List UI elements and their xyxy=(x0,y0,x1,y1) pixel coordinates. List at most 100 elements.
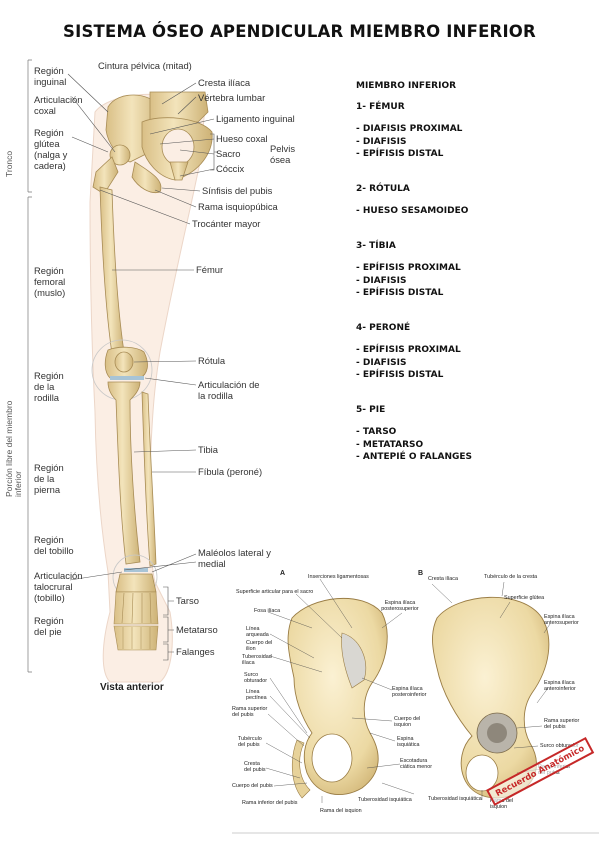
label-rotula: Rótula xyxy=(198,355,226,366)
side-label-tronco: Tronco xyxy=(4,150,14,177)
label-coccix: Cóccix xyxy=(216,163,245,174)
label-linea-pectinea: Línea pectínea xyxy=(246,689,267,702)
hip-bone-medial-view xyxy=(287,597,388,799)
region-glutea: Región glútea (nalga y cadera) xyxy=(34,127,68,171)
label-femur: Fémur xyxy=(196,264,224,275)
label-sinfisis: Sínfisis del pubis xyxy=(202,185,273,196)
label-rama-sup-pubis-b: Rama superior del pubis xyxy=(544,718,580,731)
section-title: 5- PIE xyxy=(356,404,386,415)
label-espina-isquiatica: Espina isquiática xyxy=(397,736,420,749)
section-item: - EPÍFISIS PROXIMAL xyxy=(356,263,461,273)
section-item: - DIAFISIS xyxy=(356,275,407,286)
label-inserciones: Inserciones ligamentosas xyxy=(308,574,369,580)
panel-letter-b: B xyxy=(418,570,424,577)
region-rodilla: Región de la rodilla xyxy=(34,370,64,403)
outline-section: 3- TÍBIA - EPÍFISIS PROXIMAL - DIAFISIS … xyxy=(356,240,586,300)
label-superficie-glutea: Superficie glútea xyxy=(504,595,545,601)
region-tobillo: Región del tobillo xyxy=(34,534,74,556)
label-surco-obturador-a: Surco obturador xyxy=(244,672,268,685)
label-surco-obturador-b: Surco obturador xyxy=(540,743,579,749)
label-tuberosidad-isquiatica-b: Tuberosidad isquiática xyxy=(428,796,482,802)
label-tuberosidad-isquiatica-a: Tuberosidad isquiática xyxy=(358,797,412,803)
label-fibula: Fíbula (peroné) xyxy=(198,466,263,477)
label-metatarso: Metatarso xyxy=(176,624,218,635)
outline-section: 4- PERONÉ - EPÍFISIS PROXIMAL - DIAFISIS… xyxy=(356,322,586,382)
section-item: - ANTEPIÉ O FALANGES xyxy=(356,452,472,462)
side-label-porcion-libre: Porción libre del miembro inferior xyxy=(4,400,23,497)
region-brackets xyxy=(27,59,32,673)
label-pelvis-osea: Pelvis ósea xyxy=(270,143,296,165)
section-item: - EPÍFISIS DISTAL xyxy=(356,370,444,380)
bottom-divider xyxy=(232,832,599,834)
label-maleolos: Maléolos lateral y medial xyxy=(198,547,271,569)
section-item: - HUESO SESAMOIDEO xyxy=(356,206,469,216)
label-fosa-iliaca: Fosa ilíaca xyxy=(254,608,281,614)
outline-section: 5- PIE - TARSO - METATARSO - ANTEPIÉ O F… xyxy=(356,404,586,464)
label-tuberculo-cresta: Tubérculo de la cresta xyxy=(484,574,538,580)
region-pierna: Región de la pierna xyxy=(34,462,64,495)
label-ligamento-inguinal: Ligamento inguinal xyxy=(216,113,295,124)
label-sacro: Sacro xyxy=(216,148,241,159)
figure-caption: Vista anterior xyxy=(100,682,164,693)
section-item: - EPÍFISIS DISTAL xyxy=(356,288,444,298)
section-title: 2- RÓTULA xyxy=(356,183,410,194)
label-articulacion-rodilla: Articulación de la rodilla xyxy=(198,379,260,401)
ankle-cartilage xyxy=(124,568,148,572)
outline-section: 1- FÉMUR - DIAFISIS PROXIMAL - DIAFISIS … xyxy=(356,101,586,161)
label-tuberosidad-iliaca: Tuberosidad ilíaca xyxy=(242,654,272,667)
outline-heading: MIEMBRO INFERIOR xyxy=(356,81,457,91)
label-hueso-coxal: Hueso coxal xyxy=(216,133,268,144)
label-vertebra-lumbar: Vértebra lumbar xyxy=(198,92,266,103)
region-pie: Región del pie xyxy=(34,615,64,637)
label-cuerpo-ilion: Cuerpo del ilion xyxy=(246,640,273,653)
hip-bone-lateral-view xyxy=(432,596,550,799)
label-cresta-iliaca-b: Cresta ilíaca xyxy=(428,576,458,582)
outline-section: 2- RÓTULA - HUESO SESAMOIDEO xyxy=(356,183,586,218)
label-sup-articular: Superficie articular para el sacro xyxy=(236,589,314,595)
top-label: Cintura pélvica (mitad) xyxy=(98,60,192,71)
label-espina-post-inf: Espina ilíaca posteroinferior xyxy=(392,686,427,699)
label-tuberculo-pubis: Tubérculo del pubis xyxy=(238,736,262,749)
hip-bone-diagram: A B Inserciones ligamentosas Superficie … xyxy=(232,568,592,834)
pelvis xyxy=(105,91,213,194)
foot-bones xyxy=(113,573,159,651)
skin-silhouette xyxy=(89,93,206,683)
label-cresta-iliaca: Cresta ilíaca xyxy=(198,77,251,88)
label-cuerpo-pubis: Cuerpo del pubis xyxy=(232,783,273,789)
section-item: - METATARSO xyxy=(356,439,424,450)
region-coxal: Articulación coxal xyxy=(34,94,83,116)
panel-letter-a: A xyxy=(280,570,286,577)
label-escotadura: Escotadura ciática menor xyxy=(400,758,433,771)
section-item: - DIAFISIS xyxy=(356,136,407,147)
label-linea-arqueada: Línea arqueada xyxy=(246,626,269,639)
label-rama-isquiopubica: Rama isquiopúbica xyxy=(198,201,278,212)
section-item: - DIAFISIS xyxy=(356,357,407,368)
label-tarso: Tarso xyxy=(176,595,199,606)
foot-brackets xyxy=(163,133,218,661)
section-title: 4- PERONÉ xyxy=(356,322,411,333)
section-item: - DIAFISIS PROXIMAL xyxy=(356,124,463,134)
label-trocanter: Trocánter mayor xyxy=(192,218,261,229)
label-rama-isquion-a: Rama del isquion xyxy=(320,808,362,814)
label-espina-ant-inf: Espina ilíaca anteroinferior xyxy=(544,680,576,693)
label-tibia: Tibia xyxy=(198,444,218,455)
label-espina-post-sup: Espina ilíaca posterosuperior xyxy=(381,600,419,613)
patella-bone xyxy=(114,351,134,373)
label-falanges: Falanges xyxy=(176,646,215,657)
label-cresta-pubis: Cresta del pubis xyxy=(244,761,266,774)
section-title: 3- TÍBIA xyxy=(356,240,396,251)
lower-limb-diagram: Cintura pélvica (mitad) Región inguinal … xyxy=(0,52,330,702)
label-rama-sup-pubis-a: Rama superior del pubis xyxy=(232,706,268,719)
lower-limb-drawing xyxy=(27,59,218,683)
region-femoral: Región femoral (muslo) xyxy=(34,265,66,298)
hip-bone-drawing xyxy=(265,578,551,803)
section-title: 1- FÉMUR xyxy=(356,101,405,112)
label-cuerpo-isquion: Cuerpo del isquion xyxy=(394,716,421,729)
region-talocrural: Articulación talocrural (tobillo) xyxy=(34,570,83,603)
hip-leader-lines xyxy=(265,578,551,803)
label-espina-ant-sup: Espina ilíaca anterosuperior xyxy=(544,614,579,627)
section-item: - TARSO xyxy=(356,427,397,437)
section-item: - EPÍFISIS DISTAL xyxy=(356,149,444,159)
section-item: - EPÍFISIS PROXIMAL xyxy=(356,345,461,355)
page-title: SISTEMA ÓSEO APENDICULAR MIEMBRO INFERIO… xyxy=(63,22,536,41)
